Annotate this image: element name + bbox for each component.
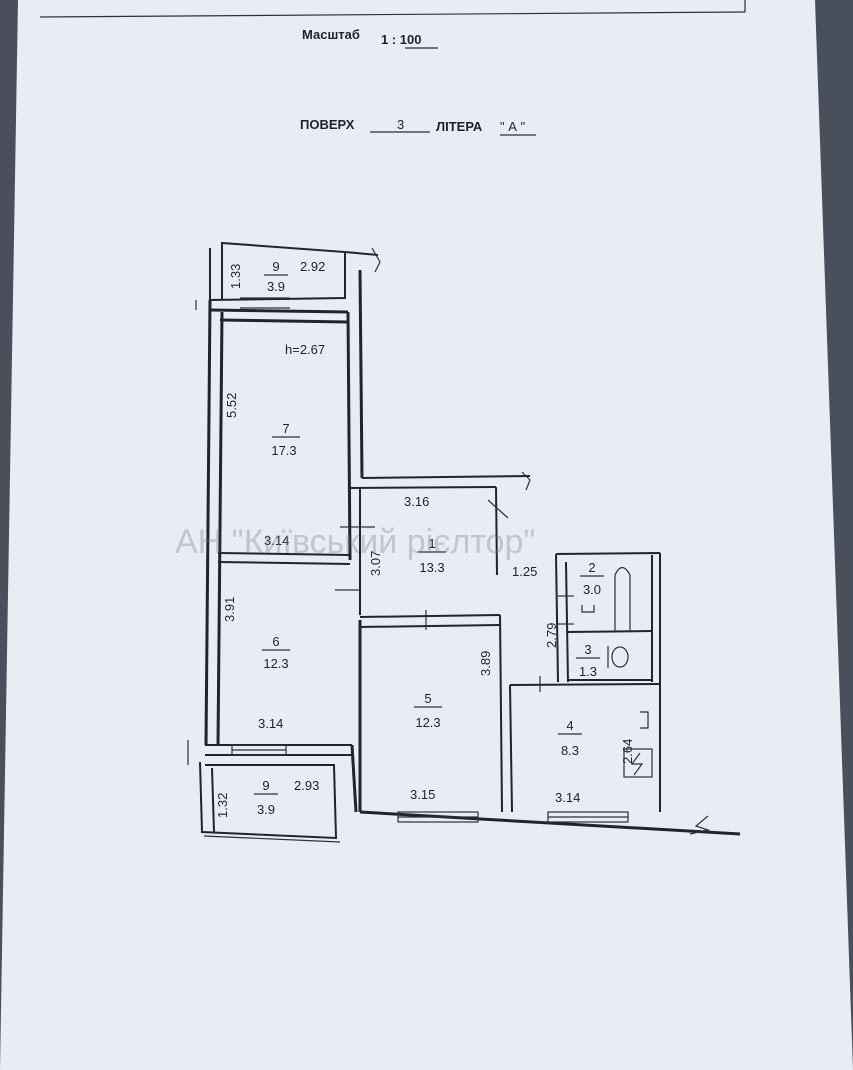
room-9-label: 9 3.9 xyxy=(254,778,278,817)
scale-value: 1 : 100 xyxy=(381,32,421,47)
scale-label: Масштаб xyxy=(302,27,360,42)
dimension-ticks xyxy=(335,499,574,692)
svg-text:17.3: 17.3 xyxy=(271,443,296,458)
svg-text:1: 1 xyxy=(428,536,435,551)
dim-r4-height: 2.64 xyxy=(620,739,635,764)
svg-text:9: 9 xyxy=(262,778,269,793)
dim-r1-height: 3.07 xyxy=(368,551,383,576)
ceiling-height: h=2.67 xyxy=(285,342,325,357)
svg-text:6: 6 xyxy=(272,634,279,649)
stove-fixture xyxy=(623,711,653,778)
room-4-label: 4 8.3 xyxy=(558,718,582,758)
dim-r7-width: 3.14 xyxy=(264,533,289,548)
dim-r5-height: 3.89 xyxy=(478,651,493,676)
balcony-8 xyxy=(195,241,381,310)
dim-r1-width: 3.16 xyxy=(404,494,429,509)
svg-text:4: 4 xyxy=(566,718,573,733)
room-3-label: 3 1.3 xyxy=(576,642,600,679)
svg-text:2: 2 xyxy=(588,560,595,575)
dim-r8-width: 2.92 xyxy=(300,259,325,274)
svg-text:7: 7 xyxy=(282,421,289,436)
room-5-label: 5 12.3 xyxy=(414,691,442,730)
room-7-label: 7 17.3 xyxy=(271,421,300,458)
svg-text:3.0: 3.0 xyxy=(583,582,601,597)
floor-label: ПОВЕРХ xyxy=(300,117,355,132)
room-2-label: 2 3.0 xyxy=(580,560,604,597)
svg-text:1.3: 1.3 xyxy=(579,664,597,679)
svg-text:13.3: 13.3 xyxy=(419,560,444,575)
floor-value: 3 xyxy=(397,117,404,132)
svg-text:12.3: 12.3 xyxy=(263,656,288,671)
dim-r9-height: 1.32 xyxy=(215,793,230,818)
dim-r8-height: 1.33 xyxy=(228,264,243,289)
windows xyxy=(231,744,711,835)
balcony-9 xyxy=(187,740,341,843)
room-6-label: 6 12.3 xyxy=(262,634,290,671)
bathtub-fixture xyxy=(614,566,631,632)
dim-r4-width: 3.14 xyxy=(555,790,580,805)
watermark: АН "Київський рієлтор" xyxy=(175,523,535,561)
form-top-border xyxy=(39,11,746,18)
room-1-label: 1 13.3 xyxy=(418,536,446,575)
svg-text:12.3: 12.3 xyxy=(415,715,440,730)
letter-value: " А " xyxy=(500,119,526,134)
toilet-fixture xyxy=(607,646,629,668)
svg-text:8.3: 8.3 xyxy=(561,743,579,758)
svg-text:9: 9 xyxy=(272,259,279,274)
dim-r2-width: 1.25 xyxy=(512,564,537,579)
dim-r6-height: 3.91 xyxy=(222,597,237,622)
svg-text:3.9: 3.9 xyxy=(267,279,285,294)
sink-fixture xyxy=(581,605,595,613)
svg-text:3: 3 xyxy=(584,642,591,657)
outer-walls xyxy=(204,269,741,836)
dim-r5-width: 3.15 xyxy=(410,787,435,802)
dim-r2-height: 2.79 xyxy=(544,623,559,648)
dim-r7-height: 5.52 xyxy=(224,393,239,418)
dim-r6-width: 3.14 xyxy=(258,716,283,731)
letter-label: ЛІТЕРА xyxy=(436,119,483,134)
svg-text:5: 5 xyxy=(424,691,431,706)
room-8-label: 9 3.9 xyxy=(264,259,288,294)
svg-text:3.9: 3.9 xyxy=(257,802,275,817)
dim-r9-width: 2.93 xyxy=(294,778,319,793)
